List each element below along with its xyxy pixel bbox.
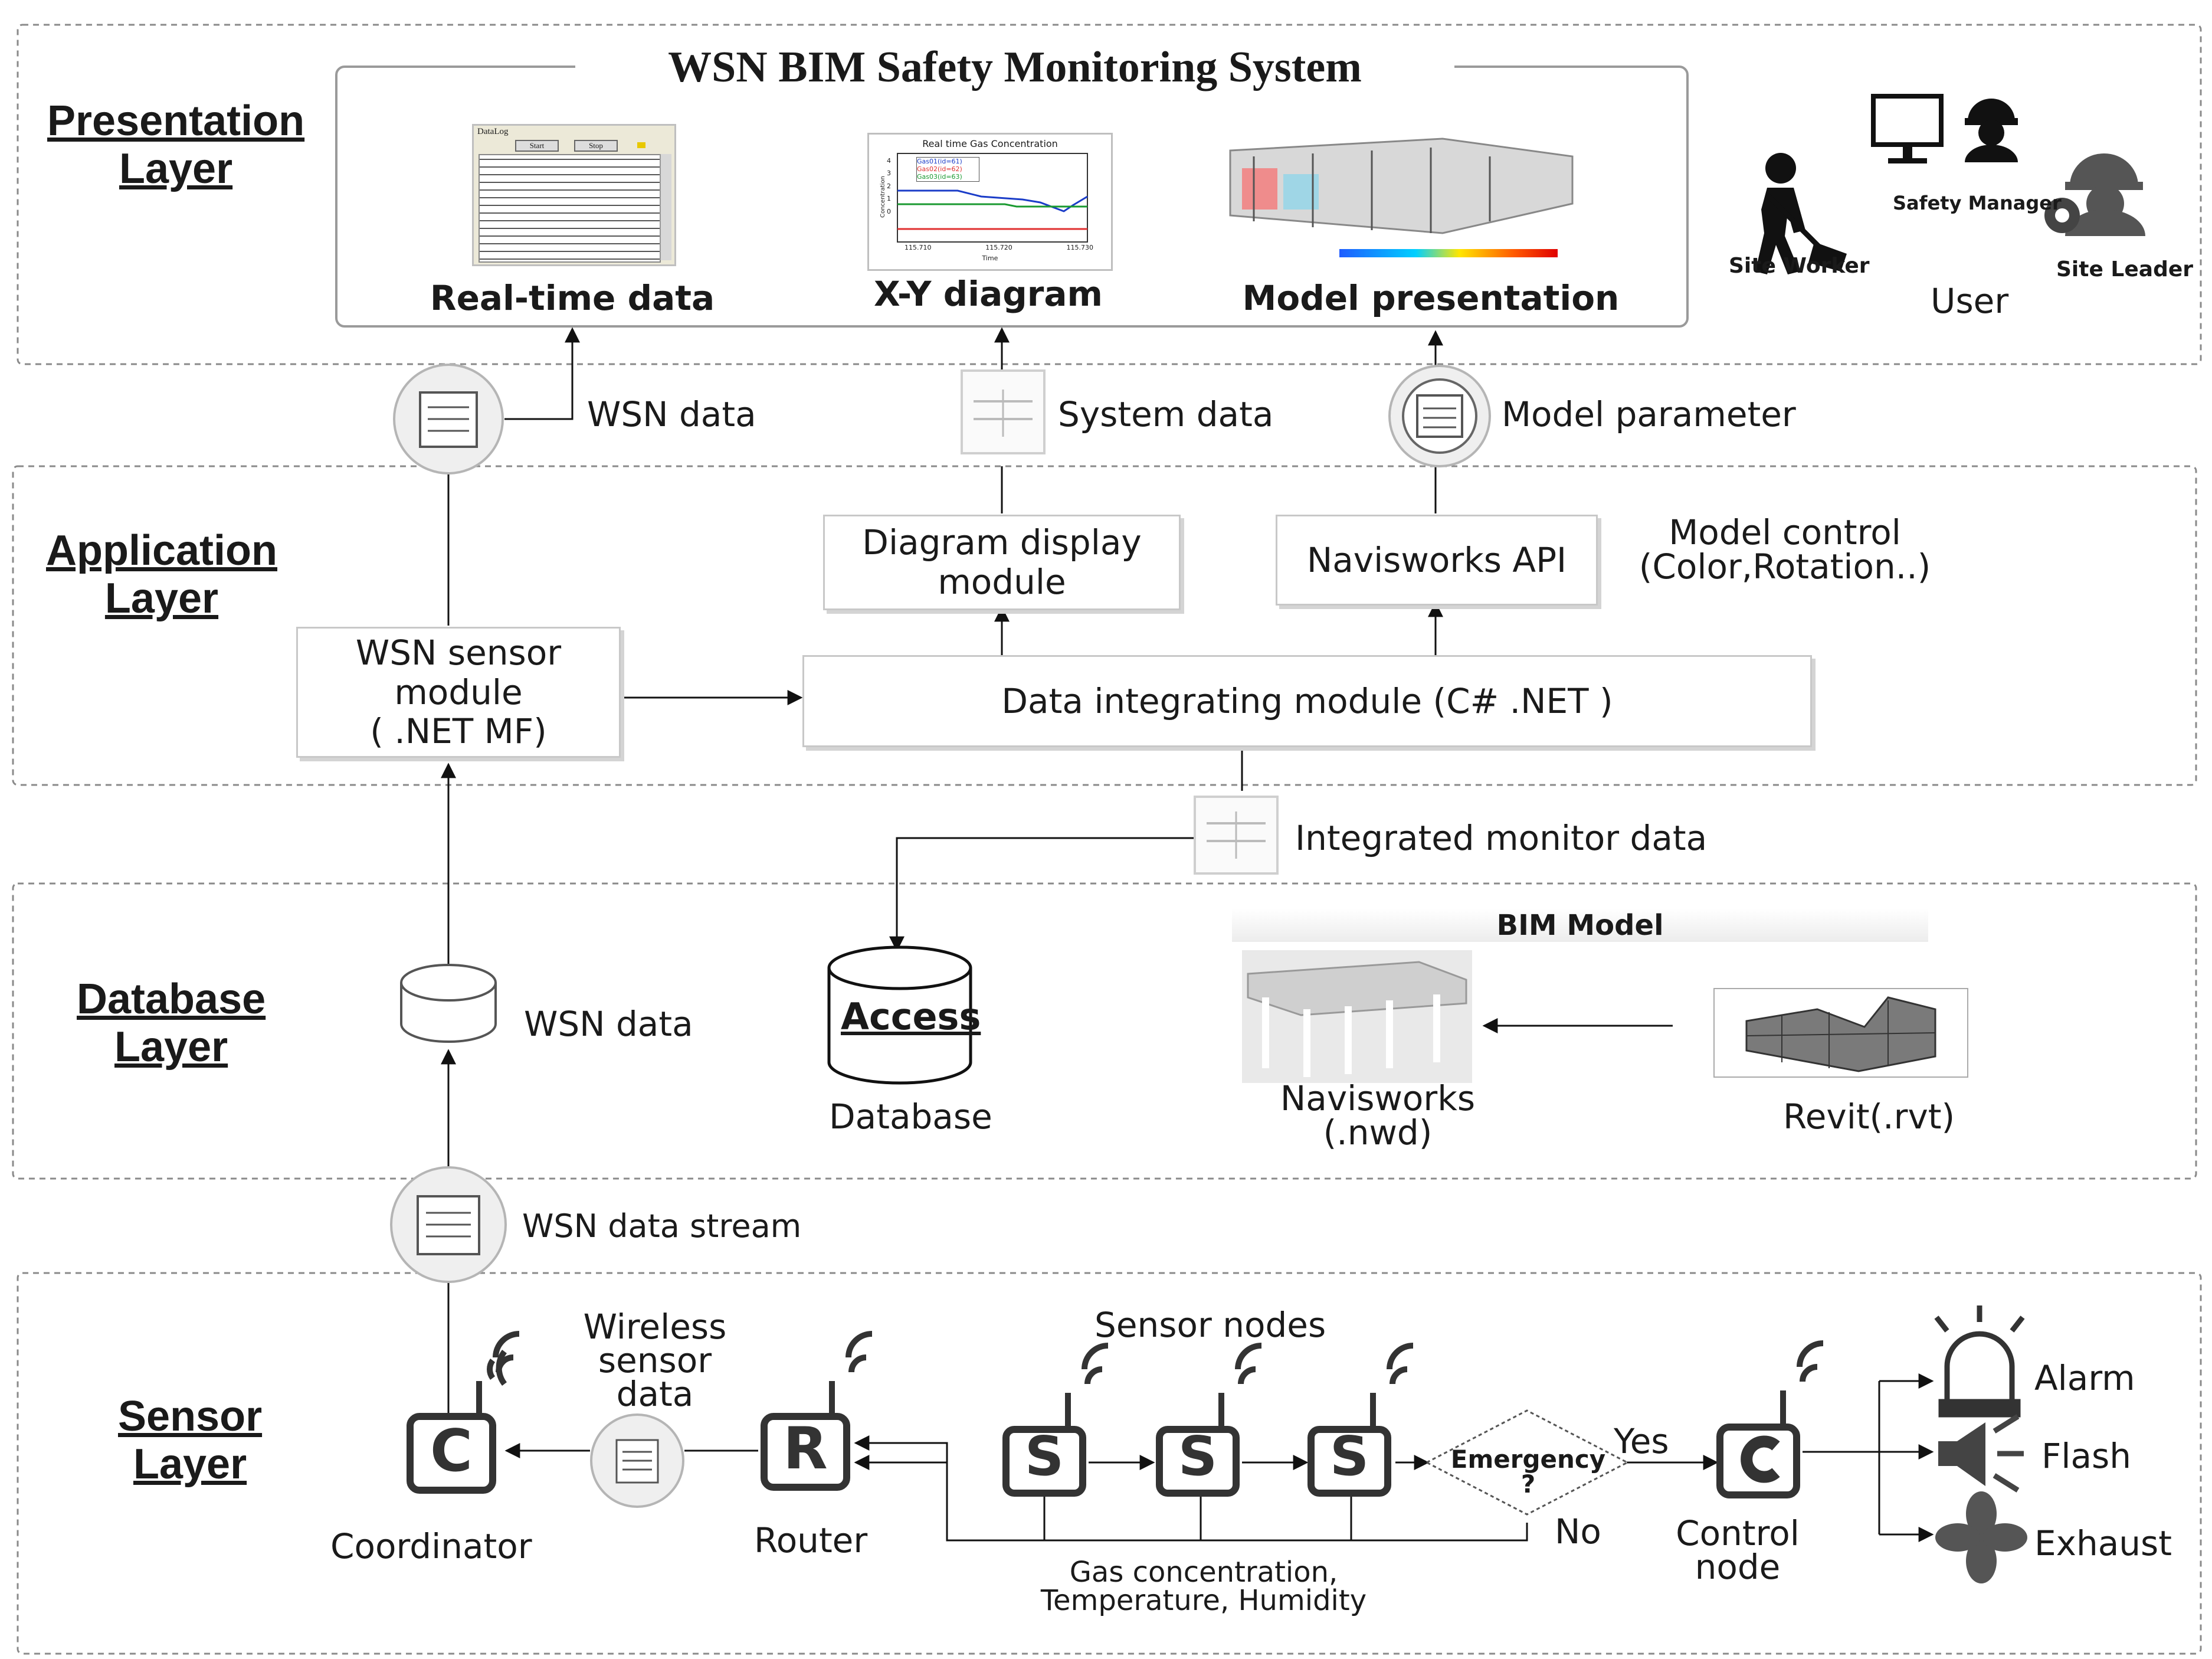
xy-diagram-label: X-Y diagram: [874, 274, 1103, 314]
site-leader-label: Site Leader: [2056, 257, 2194, 282]
coordinator-node: [407, 1413, 496, 1494]
navisworks-model-render-graphic: [1247, 961, 1467, 1077]
integrated-data-table-doc: [1194, 796, 1279, 875]
wsn-data-doc-circle: [393, 364, 504, 475]
datalog-log-list: [479, 154, 661, 263]
wsn-data-stream-doc-circle: [390, 1166, 507, 1283]
sensor-node-3: [1307, 1426, 1391, 1497]
datalog-status-light: [637, 142, 645, 148]
chart-legend-item: Gas01(id=61): [917, 158, 962, 165]
datalog-stop-button[interactable]: Stop: [574, 140, 618, 152]
no-label: No: [1555, 1511, 1601, 1552]
system-data-flow-label: System data: [1058, 394, 1274, 434]
access-db-title: Access: [841, 995, 981, 1038]
antenna-icons: [476, 1331, 1824, 1429]
sensor-nodes-label: Sensor nodes: [1094, 1305, 1326, 1345]
router-node: [761, 1413, 850, 1491]
system-data-table-doc: [961, 369, 1046, 454]
wireless-data-doc-circle: [590, 1413, 684, 1508]
yes-label: Yes: [1614, 1421, 1669, 1461]
datalog-scrollbar[interactable]: [660, 154, 671, 260]
site-leader-icon: [2044, 153, 2145, 236]
coordinator-label: Coordinator: [330, 1526, 532, 1566]
router-label: Router: [754, 1520, 868, 1560]
integrated-monitor-data-label: Integrated monitor data: [1295, 818, 1708, 858]
wsn-data-cylinder: [400, 964, 497, 1043]
model-parameter-flow-label: Model parameter: [1502, 394, 1796, 434]
emergency-decision-diamond: [1424, 1409, 1630, 1516]
navisworks-api-box[interactable]: Navisworks API: [1276, 515, 1598, 606]
router-letter: R: [783, 1415, 828, 1483]
access-database-cylinder: [827, 945, 972, 1085]
sensor-node-1-letter: S: [1024, 1425, 1064, 1488]
database-layer-frame: [12, 882, 2197, 1180]
safety-manager-person-icon: [1965, 99, 2018, 162]
real-time-data-label: Real-time data: [430, 278, 715, 318]
chart-title: Real time Gas Concentration: [922, 138, 1058, 149]
presentation-layer-frame: [17, 24, 2202, 365]
sensor-node-2-letter: S: [1178, 1425, 1218, 1488]
emergency-label: Emergency?: [1450, 1445, 1606, 1498]
sensor-node-1: [1002, 1426, 1086, 1497]
bim-model-render: [1218, 133, 1584, 260]
navisworks-model-render: [1242, 950, 1472, 1083]
data-integrating-module-box[interactable]: Data integrating module (C# .NET ): [802, 655, 1812, 747]
exhaust-label: Exhaust: [2034, 1523, 2172, 1563]
sensor-node-3-letter: S: [1329, 1425, 1369, 1488]
bim-model-render-graphic: [1229, 138, 1574, 257]
safety-manager-monitor-icon: [1871, 94, 1944, 163]
measurements-label: Gas concentration,Temperature, Humidity: [1040, 1556, 1367, 1617]
datalog-start-button[interactable]: Start: [515, 140, 559, 152]
datalog-screenshot: DataLog Start Stop: [472, 124, 676, 266]
application-layer-frame: [12, 465, 2197, 786]
safety-manager-label: Safety Manager: [1893, 192, 2062, 214]
model-presentation-label: Model presentation: [1242, 278, 1620, 318]
wsn-data-flow-label: WSN data: [587, 394, 756, 434]
flash-label: Flash: [2041, 1436, 2131, 1476]
xy-chart-screenshot: Real time Gas Concentration Gas01(id=61)…: [867, 133, 1113, 271]
wsn-data-stream-label: WSN data stream: [522, 1208, 802, 1245]
chart-legend-item: Gas02(id=62): [917, 165, 962, 174]
database-label: Database: [829, 1097, 992, 1137]
chart-xlabel: Time: [982, 254, 998, 262]
chart-ylabel: Concentration: [879, 176, 886, 218]
alarm-label: Alarm: [2034, 1358, 2135, 1398]
flash-icon: [1938, 1414, 2024, 1493]
control-node-c-glyph: [1741, 1435, 1780, 1483]
site-worker-label: Site Worker: [1729, 254, 1870, 278]
revit-model-render: [1711, 974, 1974, 1086]
exhaust-fan-icon: [1935, 1491, 2027, 1583]
wsn-data-db-label: WSN data: [524, 1004, 693, 1044]
coordinator-letter: C: [430, 1418, 473, 1485]
model-parameter-doc-circle: [1388, 365, 1491, 467]
revit-label: Revit(.rvt): [1783, 1097, 1955, 1137]
chart-legend: Gas01(id=61) Gas02(id=62) Gas03(id=63): [916, 157, 979, 182]
navisworks-label: Navisworks(.nwd): [1280, 1078, 1476, 1153]
alarm-icon: [1934, 1305, 2025, 1418]
model-control-note: Model control(Color,Rotation..): [1638, 512, 1931, 587]
revit-model-render-graphic: [1713, 988, 1968, 1078]
sensor-layer-frame: [17, 1272, 2202, 1655]
site-worker-icon: [1755, 153, 1847, 274]
bim-model-title: BIM Model: [1232, 909, 1928, 943]
datalog-caption: DataLog: [477, 127, 509, 136]
system-title: WSN BIM Safety Monitoring System: [575, 41, 1454, 94]
chart-legend-item: Gas03(id=63): [917, 173, 962, 181]
sensor-node-2: [1156, 1426, 1240, 1497]
user-group-label: User: [1931, 281, 2009, 321]
